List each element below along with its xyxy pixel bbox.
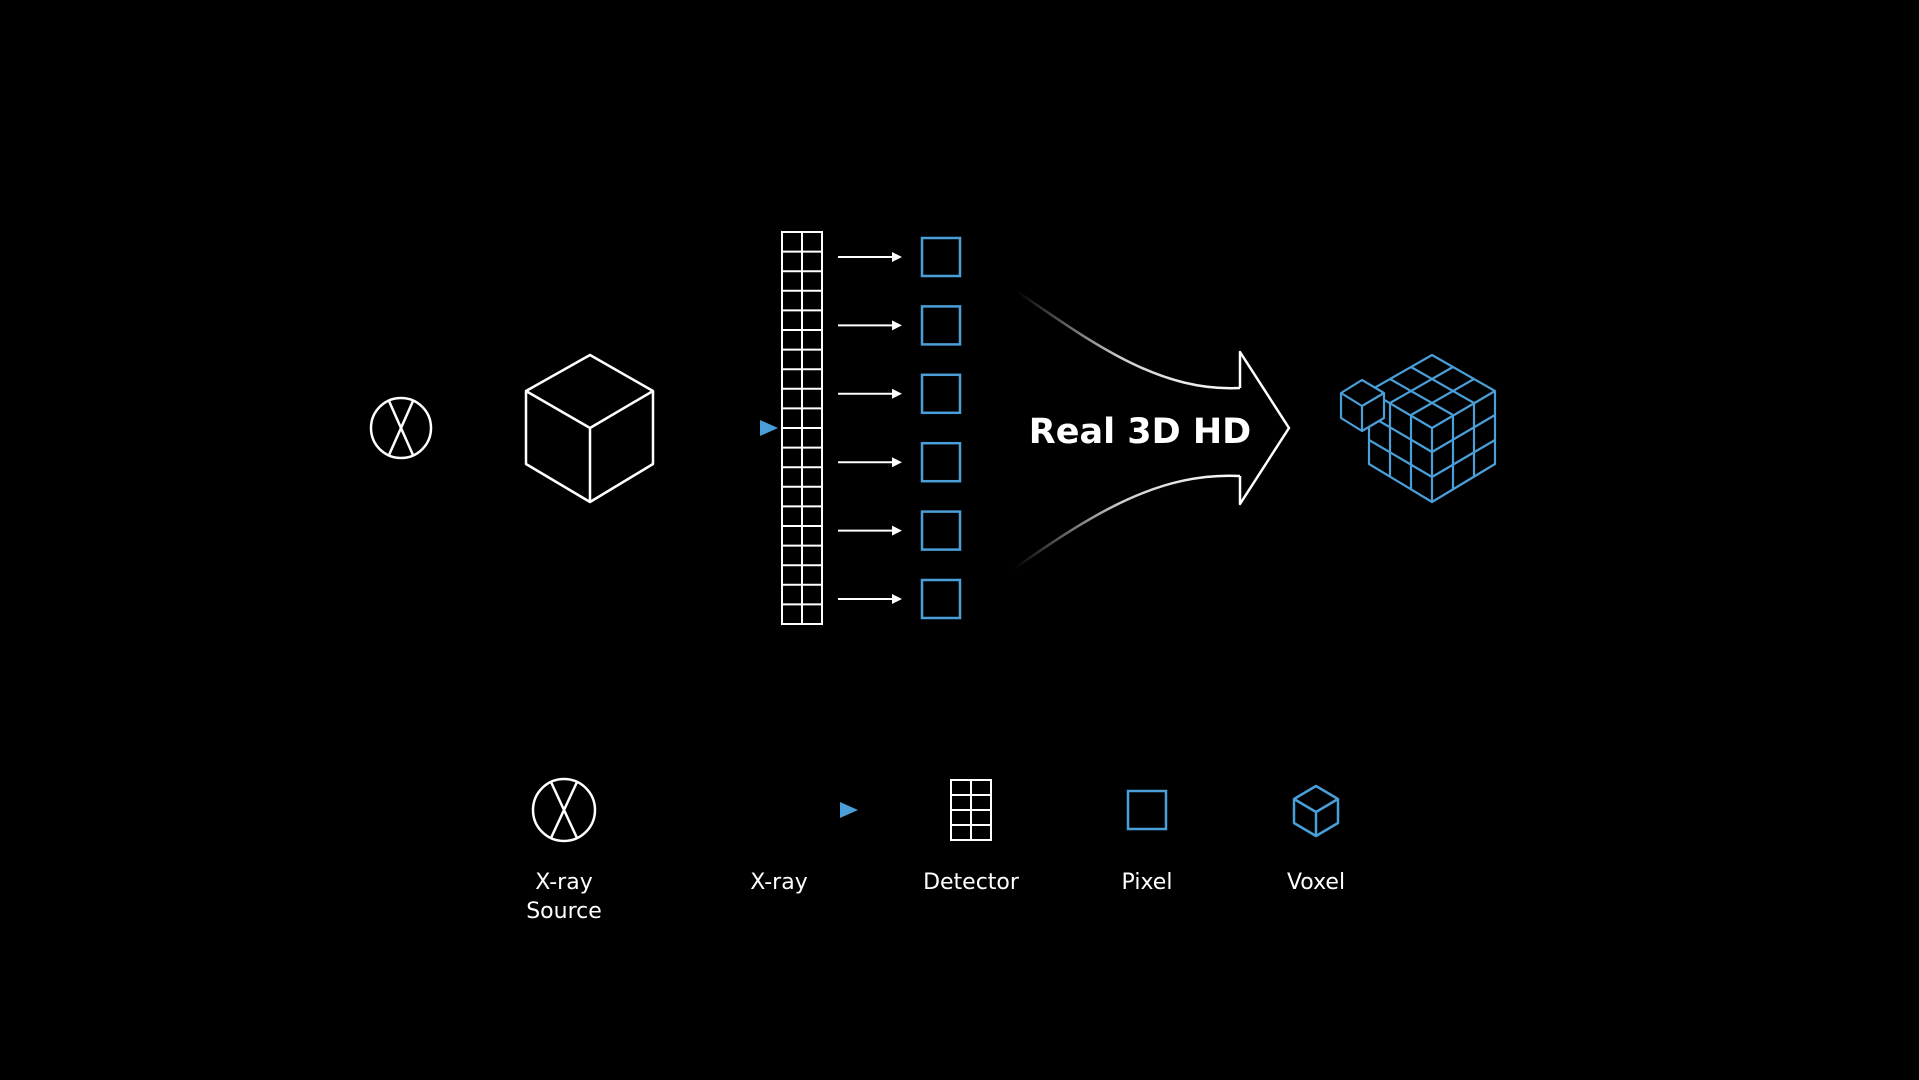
pixel-square — [920, 578, 962, 620]
pixel-square — [920, 305, 962, 346]
pixel-square — [920, 373, 962, 415]
projection-arrow-head — [892, 457, 902, 468]
headline-label: Real 3D HD — [1029, 412, 1251, 452]
projection-arrow-head — [892, 594, 902, 604]
legend-label-pixel: Pixel — [1122, 870, 1173, 895]
pixel-square — [920, 441, 962, 483]
legend-label-ray: X-ray — [750, 870, 807, 895]
legend-label-source-line1: X-ray — [535, 870, 592, 895]
detector-grid — [781, 231, 823, 625]
projection-arrow-head — [892, 252, 902, 262]
projection-arrow-head — [892, 320, 902, 331]
reconstruction-flow-arrow — [1014, 288, 1291, 570]
voxel-assembly-icon — [1339, 353, 1497, 504]
pixel-column — [838, 236, 962, 620]
legend-label-source-line2: Source — [526, 899, 602, 924]
legend-detector-grid-icon — [950, 779, 992, 841]
pixel-square — [920, 236, 962, 278]
legend: X-ray Source X-ray Detector Pixel Voxel — [526, 777, 1345, 924]
legend-label-detector: Detector — [923, 870, 1020, 895]
legend-xray-beam-arrow — [705, 802, 858, 818]
pixel-square — [920, 510, 962, 551]
legend-label-voxel: Voxel — [1287, 870, 1345, 895]
scanned-object-cube-icon — [524, 353, 655, 504]
legend-pixel-square-icon — [1126, 789, 1168, 831]
legend-voxel-cube-icon — [1292, 784, 1340, 838]
xray-source-icon — [369, 396, 433, 460]
projection-arrow-head — [892, 525, 902, 536]
projection-arrow-head — [892, 388, 902, 399]
legend-xray-source-icon — [531, 777, 597, 843]
